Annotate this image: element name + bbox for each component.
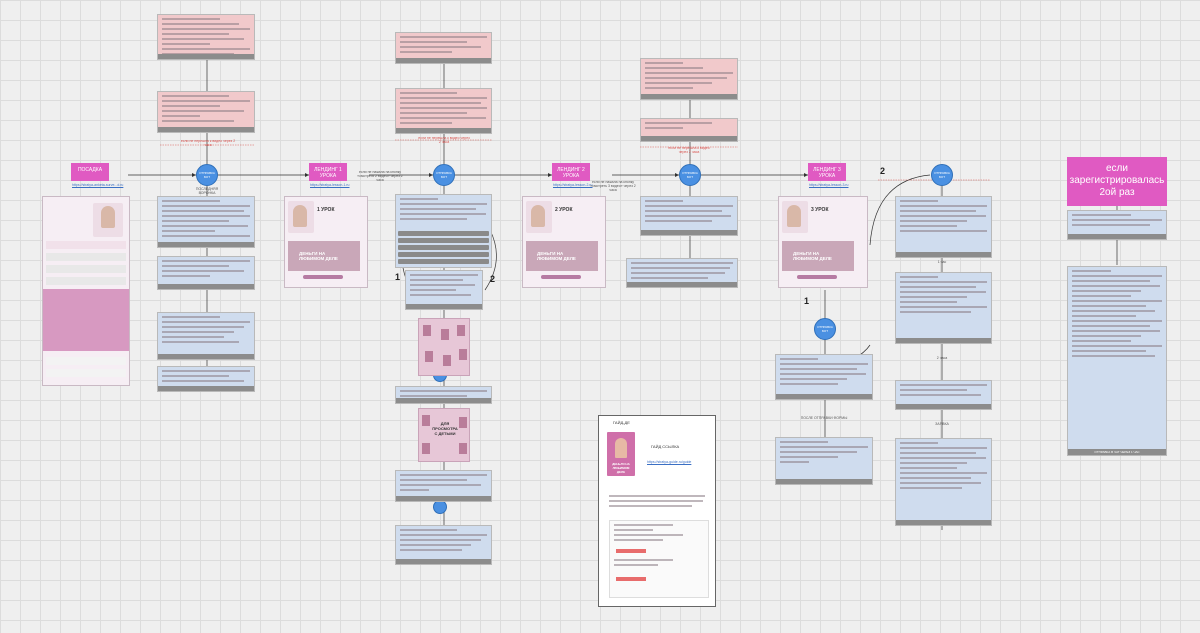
between-l2-note: если не нажала на кнопку «смотреть 3 вид…	[590, 180, 636, 192]
message-card-pink-4	[395, 88, 492, 134]
guide-description	[605, 492, 709, 507]
message-card-blue-6	[405, 270, 483, 310]
message-card-pink-2	[157, 91, 255, 133]
red-note-1: если не перешла к видео через 2 часа	[180, 139, 236, 147]
message-card-blue-2	[157, 256, 255, 290]
message-card-blue-12	[775, 354, 873, 400]
branch-number-2b: 2	[880, 166, 886, 176]
zayavka-note: ЗАЯВКА	[935, 422, 949, 426]
side-card-footer: ОТПРАВКА В ЧАТ ЧЕРЕЗ 1 ЧАС	[1068, 449, 1166, 455]
bot-node-7[interactable]	[433, 500, 447, 514]
landing-link[interactable]: https://stratya-anketa-surve...d.ru	[72, 183, 124, 187]
branch-number-1a: 1	[395, 272, 401, 282]
lesson1-screenshot: 1 УРОК ДЕНЬГИ НА ЛЮБИМОМ ДЕЛЕ	[284, 196, 368, 288]
guide-panel-title: ГАЙД-ДЕ	[613, 420, 630, 425]
landing-lesson1-link[interactable]: https://stratya-lesson-1.ru	[310, 183, 350, 187]
guide-panel: ГАЙД-ДЕ ДЕНЬГИ НА ЛЮБИМОМ ДЕЛЕ ГАЙД ССЫЛ…	[598, 415, 716, 607]
message-card-pink-5	[640, 58, 738, 100]
landing-lesson3-link[interactable]: https://stratya-lesson-3.ru	[809, 183, 849, 187]
guide-screenshot	[609, 520, 709, 598]
message-card-blue-11	[626, 258, 738, 288]
message-card-blue-3	[157, 312, 255, 360]
guide-link-label: ГАЙД ССЫЛКА	[651, 444, 680, 449]
landing-lesson2-link[interactable]: https://stratya-lesson-2.ru	[553, 183, 593, 187]
lesson2-title: 2 УРОК	[555, 207, 573, 213]
bot-node-1-label: ОТПРАВКА БОТ	[199, 171, 215, 179]
message-card-blue-16	[895, 380, 992, 410]
landing-lesson1-label: ЛЕНДИНГ 1 УРОКА	[309, 163, 347, 181]
bot-node-4-label: ОТПРАВКА БОТ	[934, 171, 950, 179]
message-card-blue-15	[895, 272, 992, 344]
landing-screenshot	[42, 196, 130, 386]
message-card-pink-1	[157, 14, 255, 60]
landing-lesson3-label: ЛЕНДИНГ 3 УРОКА	[808, 163, 846, 181]
landing-lesson2-label: ЛЕНДИНГ 2 УРОКА	[552, 163, 590, 181]
message-card-blue-10	[640, 196, 738, 236]
bot-node-2[interactable]: ОТПРАВКА БОТ	[433, 164, 455, 186]
message-card-blue-4	[157, 366, 255, 392]
lesson1-headline: ДЕНЬГИ НА ЛЮБИМОМ ДЕЛЕ	[299, 251, 338, 261]
lead-magnet-title: ДЛЯ ПРОСМОТРА С ДЕТЬМИ	[432, 421, 458, 436]
guide-link[interactable]: https://stratya-guide.ru/guide	[647, 460, 692, 464]
message-card-blue-1	[157, 196, 255, 248]
bot-node-2-label: ОТПРАВКА БОТ	[436, 171, 452, 179]
message-card-blue-9	[395, 525, 492, 565]
landing-label: ПОСАДКА	[71, 163, 109, 181]
guide-cover: ДЕНЬГИ НА ЛЮБИМОМ ДЕЛЕ	[607, 432, 635, 476]
bot-node-5-label: ОТПРАВКА БОТ	[817, 325, 833, 333]
message-card-pink-6	[640, 118, 738, 142]
lead-magnet-preview-1	[418, 318, 470, 376]
under-node-note: ПОСЛЕДНЯЯ ВОРОНКА	[195, 187, 219, 195]
bot-node-3[interactable]: ОТПРАВКА БОТ	[679, 164, 701, 186]
delay-note-1: 1 час	[937, 260, 947, 264]
message-card-blue-7	[395, 386, 492, 404]
branch-number-1b: 1	[804, 296, 810, 306]
guide-cover-title: ДЕНЬГИ НА ЛЮБИМОМ ДЕЛЕ	[612, 462, 630, 474]
lesson1-title: 1 УРОК	[317, 207, 335, 213]
bot-node-3-label: ОТПРАВКА БОТ	[682, 171, 698, 179]
repeat-registration-title: если зарегистрировалась 2ой раз	[1067, 157, 1167, 206]
message-card-blue-13	[775, 437, 873, 485]
lesson2-headline: ДЕНЬГИ НА ЛЮБИМОМ ДЕЛЕ	[537, 251, 576, 261]
lesson3-title: 3 УРОК	[811, 207, 829, 213]
branch-number-2a: 2	[490, 274, 496, 284]
red-note-3: если не перешла к видео через 2 часа	[668, 146, 710, 154]
message-card-blue-5	[395, 194, 492, 268]
lead-magnet-preview-2: ДЛЯ ПРОСМОТРА С ДЕТЬМИ	[418, 408, 470, 462]
lesson2-screenshot: 2 УРОК ДЕНЬГИ НА ЛЮБИМОМ ДЕЛЕ	[522, 196, 606, 288]
message-card-side-1	[1067, 210, 1167, 240]
message-card-blue-17	[895, 438, 992, 526]
bot-node-1[interactable]: ОТПРАВКА БОТ	[196, 164, 218, 186]
between-l1-note: если не нажала на кнопку «смотреть 2 вид…	[357, 170, 403, 182]
after-form-note: ПОСЛЕ ОТПРАВКИ ФОРМЫ	[800, 416, 848, 420]
bot-node-4[interactable]: ОТПРАВКА БОТ	[931, 164, 953, 186]
message-card-blue-8	[395, 470, 492, 502]
message-card-pink-3	[395, 32, 492, 64]
lesson3-headline: ДЕНЬГИ НА ЛЮБИМОМ ДЕЛЕ	[793, 251, 832, 261]
delay-note-2: 2 часа	[936, 356, 948, 360]
bot-node-5[interactable]: ОТПРАВКА БОТ	[814, 318, 836, 340]
red-note-2: если не перешла к видео через 2 часа	[418, 136, 470, 144]
message-card-side-2: ОТПРАВКА В ЧАТ ЧЕРЕЗ 1 ЧАС	[1067, 266, 1167, 456]
lesson3-screenshot: 3 УРОК ДЕНЬГИ НА ЛЮБИМОМ ДЕЛЕ	[778, 196, 868, 288]
message-card-blue-14	[895, 196, 992, 258]
